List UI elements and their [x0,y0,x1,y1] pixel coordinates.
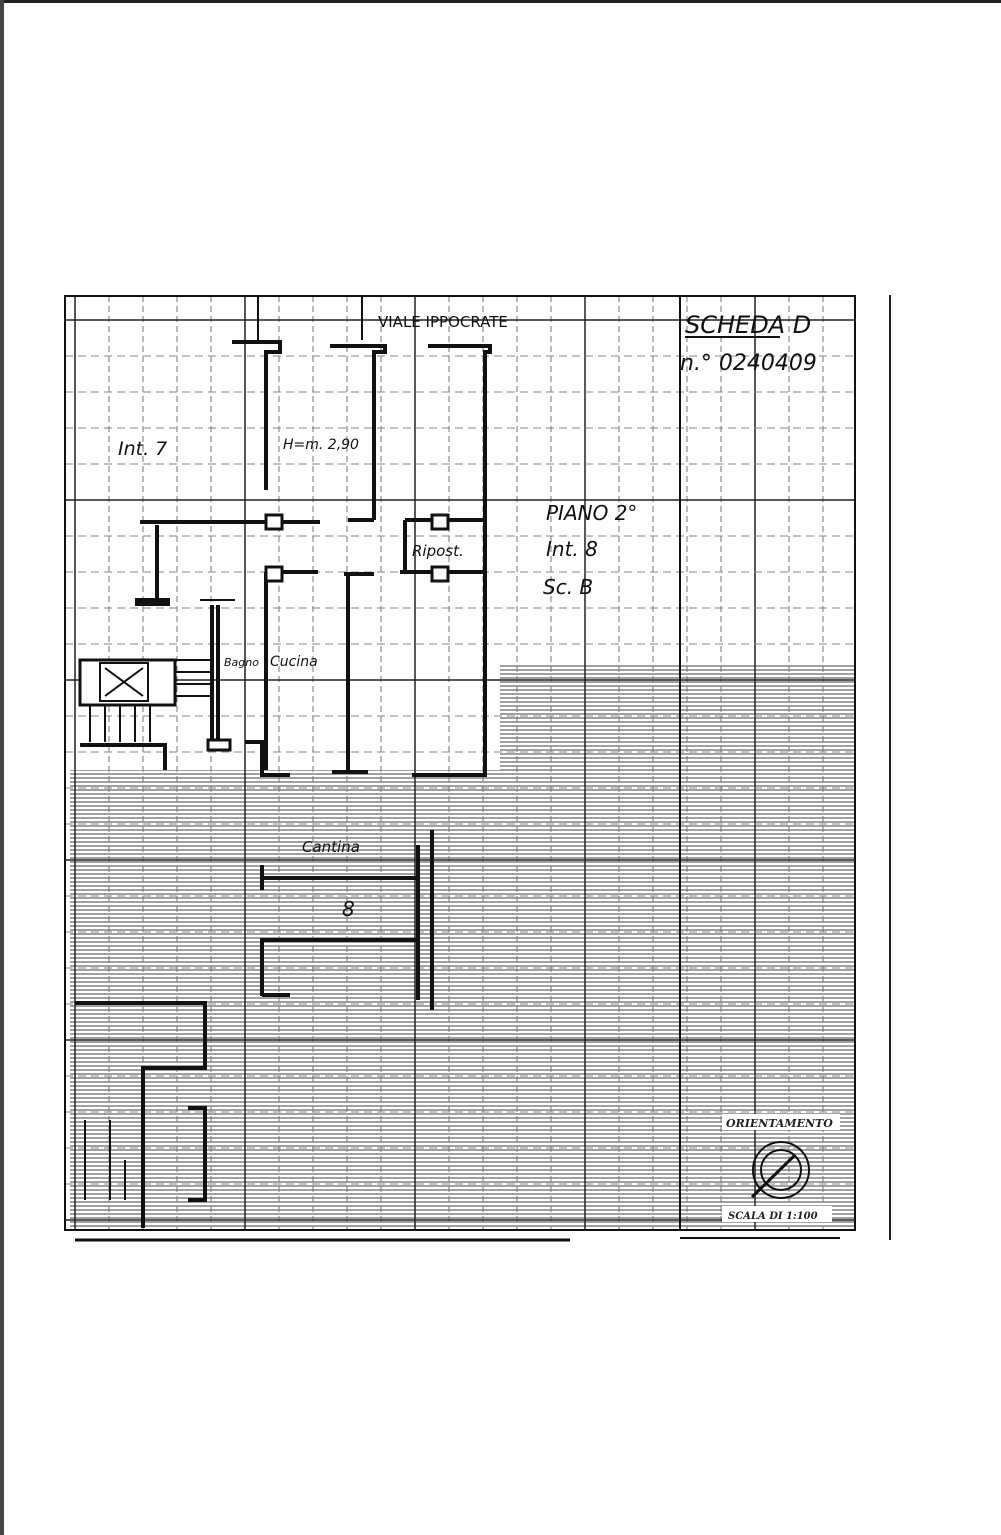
scale-label: SCALA DI 1:100 [728,1211,818,1222]
street-building-edge [257,296,363,340]
elevator-icon [99,662,149,702]
scan-edge-left [0,0,4,1535]
stairwell [78,658,210,770]
kitchen-label: Cucina [270,654,318,670]
lower-stair-block [75,1001,207,1228]
adjacent-unit-label: Int. 7 [118,438,167,460]
orientation-compass-icon [750,1141,810,1199]
street-name: VIALE IPPOCRATE [378,313,508,331]
bathroom-label: Bagno [224,656,259,669]
cellar-label: Cantina [302,838,360,856]
ceiling-height-label: H=m. 2,90 [283,437,359,453]
scheda-number: n.° 0240409 [680,351,817,376]
cellar-number: 8 [342,897,355,921]
sheet-frame [64,295,856,1231]
scan-edge-top [0,0,1001,3]
cellar-walls [260,830,434,1010]
staircase-label: Sc. B [543,575,593,599]
shaded-area [70,665,855,1230]
storage-room-label: Ripost. [412,542,464,560]
orientation-label: ORIENTAMENTO [726,1117,833,1130]
floor-label: PIANO 2° [546,501,637,525]
scheda-label: SCHEDA D [685,311,811,339]
unit-label: Int. 8 [546,537,598,561]
apartment-walls [135,340,492,777]
